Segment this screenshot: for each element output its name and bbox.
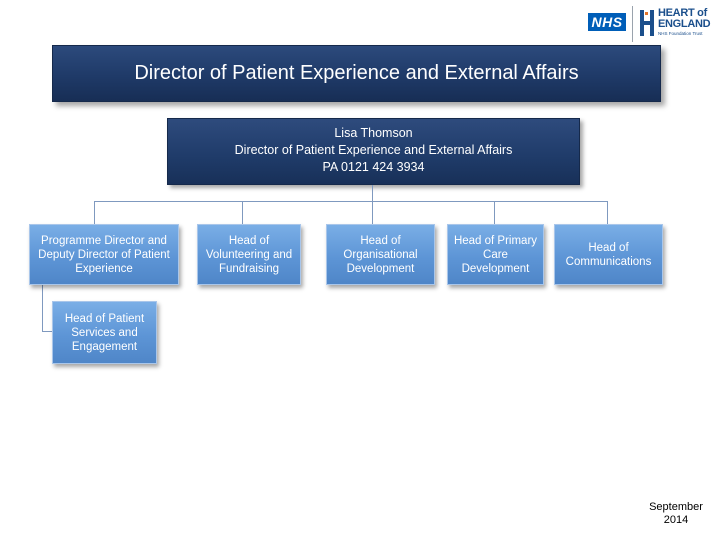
connector-drop-4 [494, 201, 495, 224]
connector-drop-1 [94, 201, 95, 224]
logo-text-foundation-trust: NHS Foundation Trust [658, 31, 703, 36]
org-box-label: Head of Patient Services and Engagement [64, 312, 145, 353]
director-name: Lisa Thomson [334, 126, 413, 140]
title-banner: Director of Patient Experience and Exter… [52, 45, 661, 102]
director-role: Director of Patient Experience and Exter… [234, 143, 513, 157]
connector-horizontal-bar [94, 201, 608, 202]
org-box-communications: Head of Communications [554, 224, 663, 285]
page-title: Director of Patient Experience and Exter… [134, 62, 579, 84]
connector-drop-3 [372, 201, 373, 224]
date-label: September 2014 [636, 501, 716, 527]
heart-of-england-mark-icon [640, 10, 654, 36]
org-box-primary-care-development: Head of Primary Care Development [447, 224, 544, 285]
connector-trunk [372, 185, 373, 202]
connector-left-vertical [42, 284, 43, 332]
connector-left-stub [42, 331, 53, 332]
heart-of-england-logo: HEART of ENGLAND NHS Foundation Trust [640, 8, 715, 40]
date-year: 2014 [663, 514, 689, 526]
connector-drop-2 [242, 201, 243, 224]
logo-text-heart-of: HEART of [658, 7, 707, 19]
director-box: Lisa Thomson Director of Patient Experie… [167, 118, 580, 185]
org-box-label: Head of Volunteering and Fundraising [205, 234, 293, 275]
logo-text-england: ENGLAND [658, 18, 711, 30]
connector-drop-5 [607, 201, 608, 224]
logo-divider [632, 6, 633, 42]
org-box-patient-services-engagement: Head of Patient Services and Engagement [52, 301, 157, 364]
director-pa-phone: PA 0121 424 3934 [322, 160, 425, 174]
org-box-label: Head of Organisational Development [343, 234, 418, 275]
org-box-volunteering-fundraising: Head of Volunteering and Fundraising [197, 224, 301, 285]
org-box-programme-director: Programme Director and Deputy Director o… [29, 224, 179, 285]
org-box-label: Head of Primary Care Development [453, 234, 538, 275]
date-month: September [649, 501, 703, 513]
nhs-logo: NHS [588, 13, 626, 31]
org-box-organisational-development: Head of Organisational Development [326, 224, 435, 285]
org-box-label: Programme Director and Deputy Director o… [38, 234, 170, 275]
org-box-label: Head of Communications [565, 241, 652, 268]
